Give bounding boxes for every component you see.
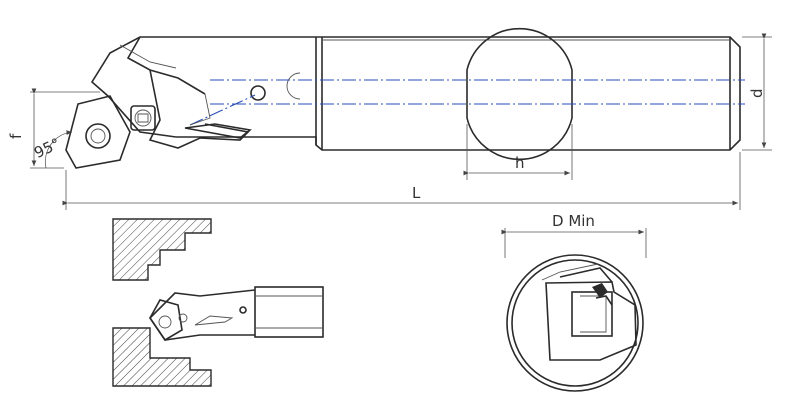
angle-label: 95° — [31, 134, 63, 162]
dimension-label-h: h — [515, 154, 525, 172]
dimension-label-f: f — [7, 133, 25, 139]
insert-screw-hole — [85, 123, 111, 149]
cross-section-clamp — [571, 291, 613, 337]
tool-cross-section — [545, 281, 637, 361]
dimension-label-d-min: D Min — [552, 212, 595, 230]
bore-section-view — [112, 218, 324, 387]
dimension-label-L: L — [412, 184, 421, 202]
coolant-channel — [286, 72, 301, 100]
minimum-bore-detail: D Min — [501, 212, 647, 392]
small-tool-shank — [254, 286, 324, 338]
clamp-lever — [184, 123, 252, 139]
dimension-label-d: d — [748, 88, 766, 98]
bore-circle-outer — [506, 254, 644, 392]
main-side-view: L h d f 95° — [7, 27, 772, 210]
coolant-hole — [250, 85, 266, 101]
small-tool-insert — [149, 299, 183, 342]
clamping-flat — [466, 27, 573, 161]
clamp-screw — [130, 105, 156, 131]
bore-circle-inner — [511, 259, 639, 387]
tool-head — [90, 36, 177, 138]
trigon-insert — [65, 95, 131, 169]
workpiece-upper-section — [112, 218, 212, 281]
workpiece-lower-section — [112, 327, 212, 387]
shank-outline — [176, 36, 741, 151]
